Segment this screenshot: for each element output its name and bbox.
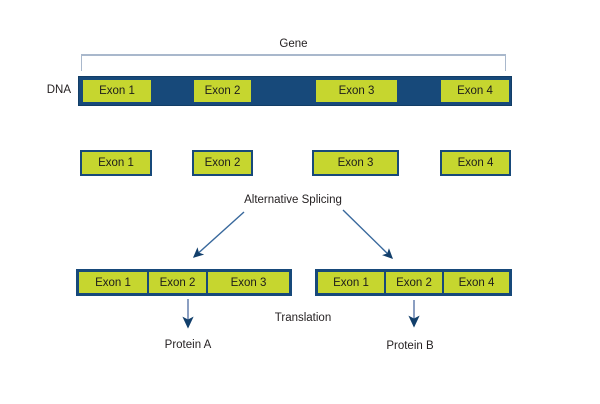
dna-exon-2: Exon 2 (193, 79, 252, 103)
mrna-a-exon-1: Exon 1 (78, 271, 148, 294)
mrna-a-exon-2: Exon 2 (148, 271, 207, 294)
gene-label: Gene (279, 38, 308, 50)
mrna-a-bar: Exon 1 Exon 2 Exon 3 (76, 269, 292, 296)
free-exon-1: Exon 1 (80, 150, 152, 176)
mrna-b-bar: Exon 1 Exon 2 Exon 4 (315, 269, 512, 296)
mrna-b-exon-4: Exon 4 (443, 271, 510, 294)
protein-b-label: Protein B (386, 340, 434, 352)
alternative-splicing-label: Alternative Splicing (244, 194, 342, 206)
free-exon-3: Exon 3 (312, 150, 399, 176)
free-exon-2: Exon 2 (192, 150, 253, 176)
mrna-a-exon-3: Exon 3 (207, 271, 290, 294)
dna-exon-3: Exon 3 (315, 79, 398, 103)
splicing-arrow-right (342, 209, 394, 259)
gene-span-bracket (81, 54, 506, 71)
free-exon-4: Exon 4 (440, 150, 511, 176)
mrna-b-exon-2: Exon 2 (385, 271, 443, 294)
splicing-arrow-left (192, 211, 245, 258)
dna-exon-4: Exon 4 (440, 79, 510, 103)
protein-a-label: Protein A (164, 339, 212, 351)
dna-strand-bar: Exon 1 Exon 2 Exon 3 Exon 4 (78, 76, 512, 106)
dna-exon-1: Exon 1 (82, 79, 152, 103)
mrna-b-exon-1: Exon 1 (317, 271, 385, 294)
translation-label: Translation (274, 312, 332, 324)
dna-label: DNA (46, 84, 71, 96)
